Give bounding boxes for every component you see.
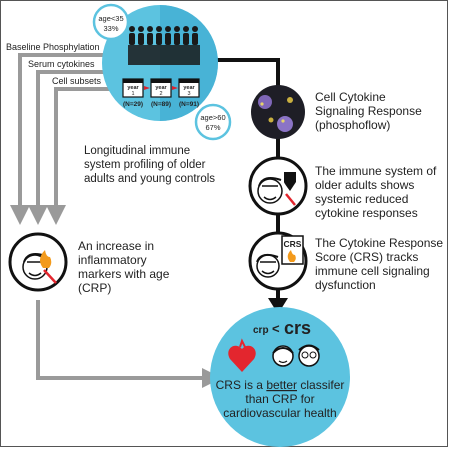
main-pathway-line: [215, 58, 280, 300]
step2-line1: The immune system of: [315, 164, 437, 178]
formula-crs: crs: [284, 318, 311, 338]
calendar-arrows: [144, 86, 178, 90]
svg-text:age<35: age<35: [98, 14, 123, 23]
arrow-cell-subsets: [46, 87, 120, 225]
step3-line4: dysfunction: [315, 278, 376, 292]
year-1-num: 1: [131, 91, 134, 97]
svg-text:age>60: age>60: [200, 113, 225, 122]
step2-line2: older adults shows: [315, 178, 414, 192]
result-circle: [210, 307, 350, 447]
cell-signaling-icon: [251, 85, 305, 139]
year-3-n: (N=91): [179, 101, 199, 108]
step2-line4: cytokine responses: [315, 206, 418, 220]
formula-crp: crp: [253, 325, 269, 336]
step1-line2: Signaling Response: [315, 104, 422, 118]
crp-line1: An increase in: [78, 239, 154, 253]
cohort-caption-line2: system profiling of older: [84, 159, 206, 171]
calendar-year-1-icon: year 1: [122, 78, 144, 98]
step3-line1: The Cytokine Response: [315, 236, 443, 250]
badge-age-old: age>60 67%: [194, 103, 232, 141]
year-2-n: (N=89): [151, 101, 171, 108]
input-label-serum: Serum cytokines: [28, 59, 95, 69]
people-group-icon: [128, 26, 200, 65]
step3-line3: immune cell signaling: [315, 264, 430, 278]
result-line3: cardiovascular health: [223, 406, 336, 420]
elderly-face-icon: [298, 344, 320, 367]
young-face-icon: [272, 345, 294, 367]
step1-line1: Cell Cytokine: [315, 90, 386, 104]
result-line1: CRS is a better classifer: [216, 378, 345, 392]
crp-line2: inflammatory: [78, 253, 147, 267]
elderly-crs-icon: CRS: [248, 231, 308, 291]
input-arrows: [10, 53, 222, 388]
result-line2: than CRP for: [245, 392, 314, 406]
step1-line3: (phosphoflow): [315, 118, 390, 132]
result-underlined-word: better: [266, 378, 297, 392]
crp-line3: markers with age: [78, 267, 170, 281]
elderly-immune-shield-icon: [248, 156, 308, 216]
year-2-label: year: [155, 85, 167, 91]
input-label-cells: Cell subsets: [52, 76, 102, 86]
inflammation-flame-icon: [39, 250, 52, 268]
arrow-baseline-phosphylation: [10, 53, 120, 225]
heart-icon: [228, 338, 256, 372]
main-pathway-arrowhead: [268, 298, 288, 314]
elderly-inflammation-icon: [8, 232, 68, 292]
formula-less-than: <: [272, 321, 280, 336]
svg-text:33%: 33%: [103, 24, 118, 33]
year-1-label: year: [127, 85, 139, 91]
step3-line2: Score (CRS) tracks: [315, 250, 418, 264]
cohort-caption-line3: adults and young controls: [84, 173, 215, 185]
calendar-year-2-icon: year 2: [150, 78, 172, 98]
input-label-baseline: Baseline Phosphylation: [6, 42, 100, 52]
crp-line4: (CRP): [78, 281, 111, 295]
flame-icon: [287, 250, 296, 262]
year-2-num: 2: [159, 91, 162, 97]
cohort-caption-line1: Longitudinal immune: [84, 145, 190, 157]
arrow-crp-to-result: [36, 300, 222, 388]
arrow-serum-cytokines: [28, 70, 120, 225]
step2-line3: systemic reduced: [315, 192, 408, 206]
crs-badge-text: CRS: [284, 239, 302, 249]
badge-age-young: age<35 33%: [92, 3, 130, 41]
year-3-label: year: [183, 85, 195, 91]
calendar-year-3-icon: year 3: [178, 78, 200, 98]
svg-text:67%: 67%: [205, 123, 220, 132]
year-1-n: (N=29): [123, 101, 143, 108]
year-3-num: 3: [187, 91, 190, 97]
